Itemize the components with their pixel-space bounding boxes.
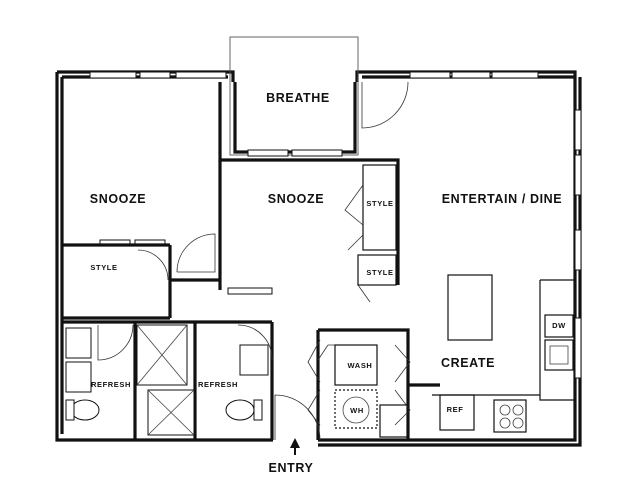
door-swings (97, 81, 409, 441)
arrow-up-icon (290, 438, 300, 455)
interior-walls (62, 82, 575, 440)
windows (89, 71, 582, 379)
appliance-label-dishwasher: DW (552, 321, 566, 330)
entry-label: ENTRY (269, 461, 314, 475)
appliance-label-refrigerator: REF (447, 405, 464, 414)
room-label-refresh-right: REFRESH (198, 380, 238, 389)
room-label-entertain-dine: ENTERTAIN / DINE (442, 192, 562, 206)
appliance-labels: WASH WH REF DW (348, 321, 566, 415)
room-label-style-left: STYLE (90, 263, 117, 272)
room-label-snooze-left: SNOOZE (90, 192, 146, 206)
laundry-area (307, 339, 411, 438)
appliance-label-wash: WASH (348, 361, 373, 370)
room-label-snooze-center: SNOOZE (268, 192, 324, 206)
room-label-style-center-top: STYLE (366, 199, 393, 208)
room-label-refresh-left: REFRESH (91, 380, 131, 389)
closets (344, 164, 397, 303)
room-label-style-center-bottom: STYLE (366, 268, 393, 277)
room-label-breathe: BREATHE (266, 91, 330, 105)
appliance-label-water-heater: WH (350, 406, 364, 415)
room-labels: BREATHE SNOOZE SNOOZE ENTERTAIN / DINE C… (90, 91, 562, 389)
kitchen (439, 274, 574, 433)
room-label-create: CREATE (441, 356, 495, 370)
entry-marker: ENTRY (269, 438, 314, 475)
bathrooms (65, 324, 269, 436)
